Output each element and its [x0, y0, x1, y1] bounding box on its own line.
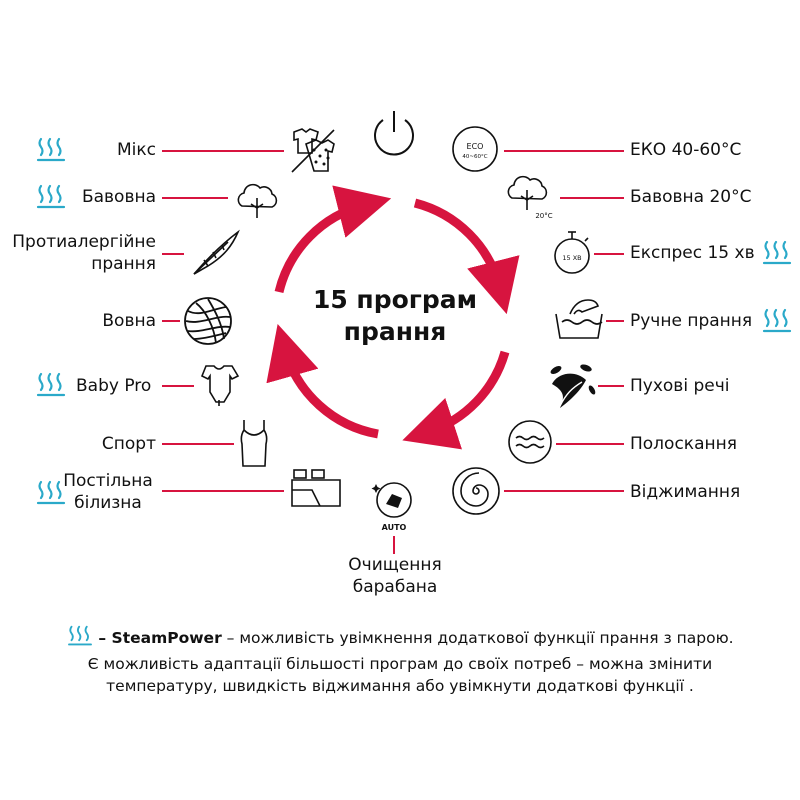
steam-icon: [36, 480, 66, 505]
eco-icon-top-text: ECO: [467, 142, 484, 151]
steam-icon: [36, 184, 66, 209]
temp-icon-text: 20°C: [535, 212, 552, 220]
connector-line-vertical: [393, 536, 395, 554]
footnote-line-2: Є можливість адаптації більшості програм…: [87, 655, 713, 673]
feather-icon: [193, 229, 240, 275]
arrow-bottom-right: [402, 350, 510, 450]
connector-line: [606, 320, 624, 322]
hand-wash-icon: [555, 299, 603, 339]
bedding-icon: [291, 469, 341, 507]
connector-line: [162, 320, 180, 322]
tank-top-icon: [240, 420, 268, 467]
program-label-protyalergiine: Протиалергійне прання: [4, 231, 156, 275]
program-label-bavovna: Бавовна: [81, 187, 156, 207]
program-label-line: Постільна: [63, 471, 153, 491]
footnote-line-1: – SteamPower – можливість увімкнення дод…: [0, 625, 800, 647]
auto-icon-text: AUTO: [382, 523, 407, 532]
connector-line: [162, 385, 194, 387]
program-label-poloskannia: Полоскання: [630, 434, 737, 454]
program-label-line: білизна: [74, 493, 142, 513]
steam-icon: [36, 137, 66, 162]
program-label-line: Протиалергійне: [12, 232, 156, 252]
connector-line: [504, 150, 624, 152]
cotton-20-icon: 20°C: [507, 175, 553, 220]
arrow-bottom-left: [266, 324, 379, 439]
program-label-ruchne: Ручне прання: [630, 311, 753, 331]
center-title-line2: прання: [343, 317, 447, 346]
program-label-line: барабана: [352, 577, 438, 597]
steam-icon: [36, 372, 66, 397]
connector-line: [162, 443, 234, 445]
program-label-vidzhymannia: Віджимання: [630, 482, 741, 502]
connector-line: [598, 385, 624, 387]
eco-icon: ECO 40~60°C: [452, 126, 498, 172]
center-title: 15 програм прання: [295, 284, 495, 348]
connector-line: [162, 197, 228, 199]
program-label-line: прання: [91, 254, 156, 274]
program-label-eko: ЕКО 40-60°C: [630, 140, 742, 160]
connector-line: [556, 443, 624, 445]
power-icon: [374, 111, 414, 156]
connector-line: [162, 150, 284, 152]
wool-ball-icon: [184, 297, 232, 345]
rinse-icon: [508, 420, 552, 464]
footnote-line-3: температуру, швидкість віджимання або ув…: [106, 677, 694, 695]
arrow-top-left: [274, 185, 392, 294]
program-label-puhovi: Пухові речі: [630, 376, 730, 396]
connector-line: [594, 253, 624, 255]
program-label-line: Очищення: [348, 555, 442, 575]
center-title-line1: 15 програм: [312, 285, 478, 314]
program-label-ochyshchennia: Очищення барабана: [320, 554, 470, 598]
footnote-steam-desc: – можливість увімкнення додаткової функц…: [221, 629, 734, 647]
steam-icon: [762, 240, 792, 265]
drum-clean-icon: AUTO: [371, 482, 412, 532]
program-label-sport: Спорт: [101, 434, 156, 454]
connector-line: [504, 490, 624, 492]
baby-bodysuit-icon: [200, 365, 240, 406]
connector-line: [560, 197, 624, 199]
arrow-top-right: [413, 198, 520, 315]
down-feather-icon: [550, 364, 596, 408]
program-label-miks: Мікс: [116, 140, 156, 160]
stopwatch-icon: 15 ХВ: [554, 231, 590, 274]
timer-icon-text: 15 ХВ: [562, 254, 581, 262]
connector-line: [162, 253, 184, 255]
program-label-vovna: Вовна: [102, 311, 156, 331]
program-label-bavovna-20: Бавовна 20°C: [630, 187, 752, 207]
spin-icon: [452, 467, 500, 515]
cotton-icon: [237, 183, 278, 218]
steam-icon: [762, 308, 792, 333]
footnote-steam-name: – SteamPower: [98, 629, 222, 647]
steam-icon: [68, 625, 93, 646]
mixed-clothes-icon: [291, 128, 335, 173]
program-label-ekspres: Експрес 15 хв: [630, 243, 755, 263]
connector-line: [162, 490, 284, 492]
eco-icon-bottom-text: 40~60°C: [462, 154, 487, 160]
program-label-baby-pro: Baby Pro: [76, 376, 152, 396]
program-label-postilna: Постільна білизна: [60, 470, 156, 514]
